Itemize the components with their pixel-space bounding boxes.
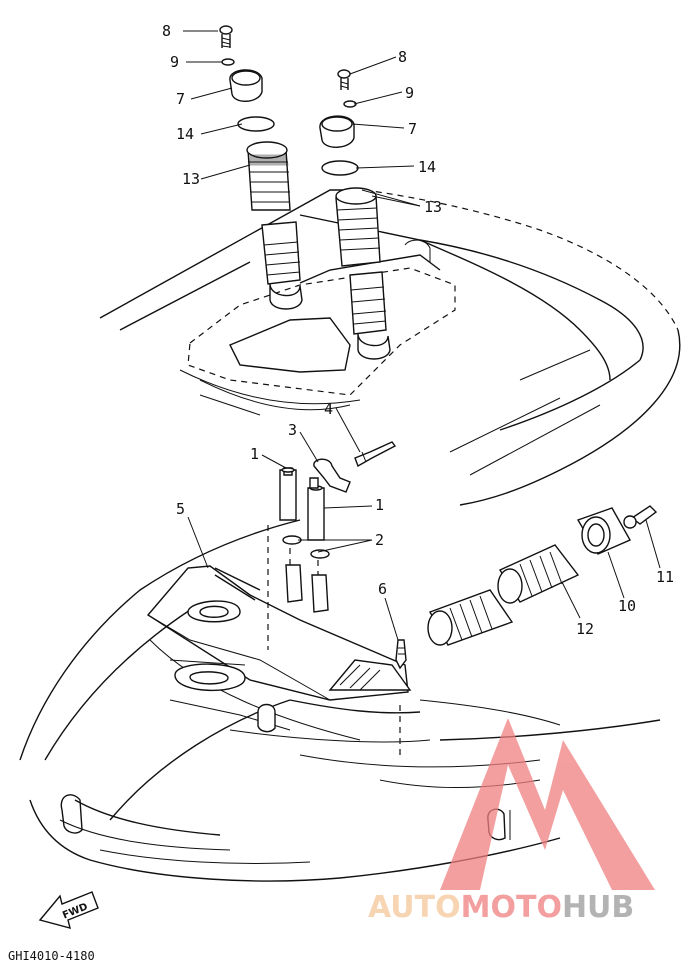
- callout-10: 10: [618, 597, 636, 615]
- callout-9-right: 9: [405, 84, 414, 102]
- callout-7-left: 7: [176, 90, 185, 108]
- callout-14-left: 14: [176, 125, 194, 143]
- callout-7-right: 7: [408, 120, 417, 138]
- left-bellows: [246, 141, 303, 310]
- callout-8-right: 8: [398, 48, 407, 66]
- callout-1-lower: 1: [375, 496, 384, 514]
- callout-5: 5: [176, 500, 185, 518]
- hull-outline: [19, 189, 681, 882]
- callout-2: 2: [375, 531, 384, 549]
- callout-13-left: 13: [182, 170, 200, 188]
- vent-tube-assembly: [267, 441, 397, 650]
- right-intake-duct-assembly: [319, 69, 391, 360]
- callout-4: 4: [324, 400, 333, 418]
- diagram-code: GHI4010-4180: [8, 949, 95, 963]
- callout-8-left: 8: [162, 22, 171, 40]
- svg-text:AUTOMOTOHUB: AUTOMOTOHUB: [368, 890, 634, 925]
- left-intake-duct-assembly: [219, 25, 303, 310]
- side-bellows: [427, 544, 580, 646]
- callout-labels: 8 9 7 14 13 8 9 7 14 13 4 3 1 1 2 5 6 12…: [162, 22, 674, 638]
- callout-14-right: 14: [418, 158, 436, 176]
- watermark-triangle-icon: [440, 718, 655, 890]
- watermark-logo: AUTOMOTOHUB: [368, 718, 655, 925]
- callout-6: 6: [378, 580, 387, 598]
- fwd-arrow-icon: FWD: [38, 891, 99, 929]
- callout-13-right: 13: [424, 198, 442, 216]
- watermark-text-moto: MOTO: [461, 890, 562, 925]
- callout-11: 11: [656, 568, 674, 586]
- right-bellows: [335, 187, 391, 360]
- side-intake-assembly: [395, 505, 658, 670]
- leader-lines: [183, 30, 661, 641]
- watermark-text-auto: AUTO: [368, 890, 461, 925]
- callout-1-upper: 1: [250, 445, 259, 463]
- watermark-text-hub: HUB: [562, 890, 634, 925]
- callout-12: 12: [576, 620, 594, 638]
- callout-3: 3: [288, 421, 297, 439]
- callout-9-left: 9: [170, 53, 179, 71]
